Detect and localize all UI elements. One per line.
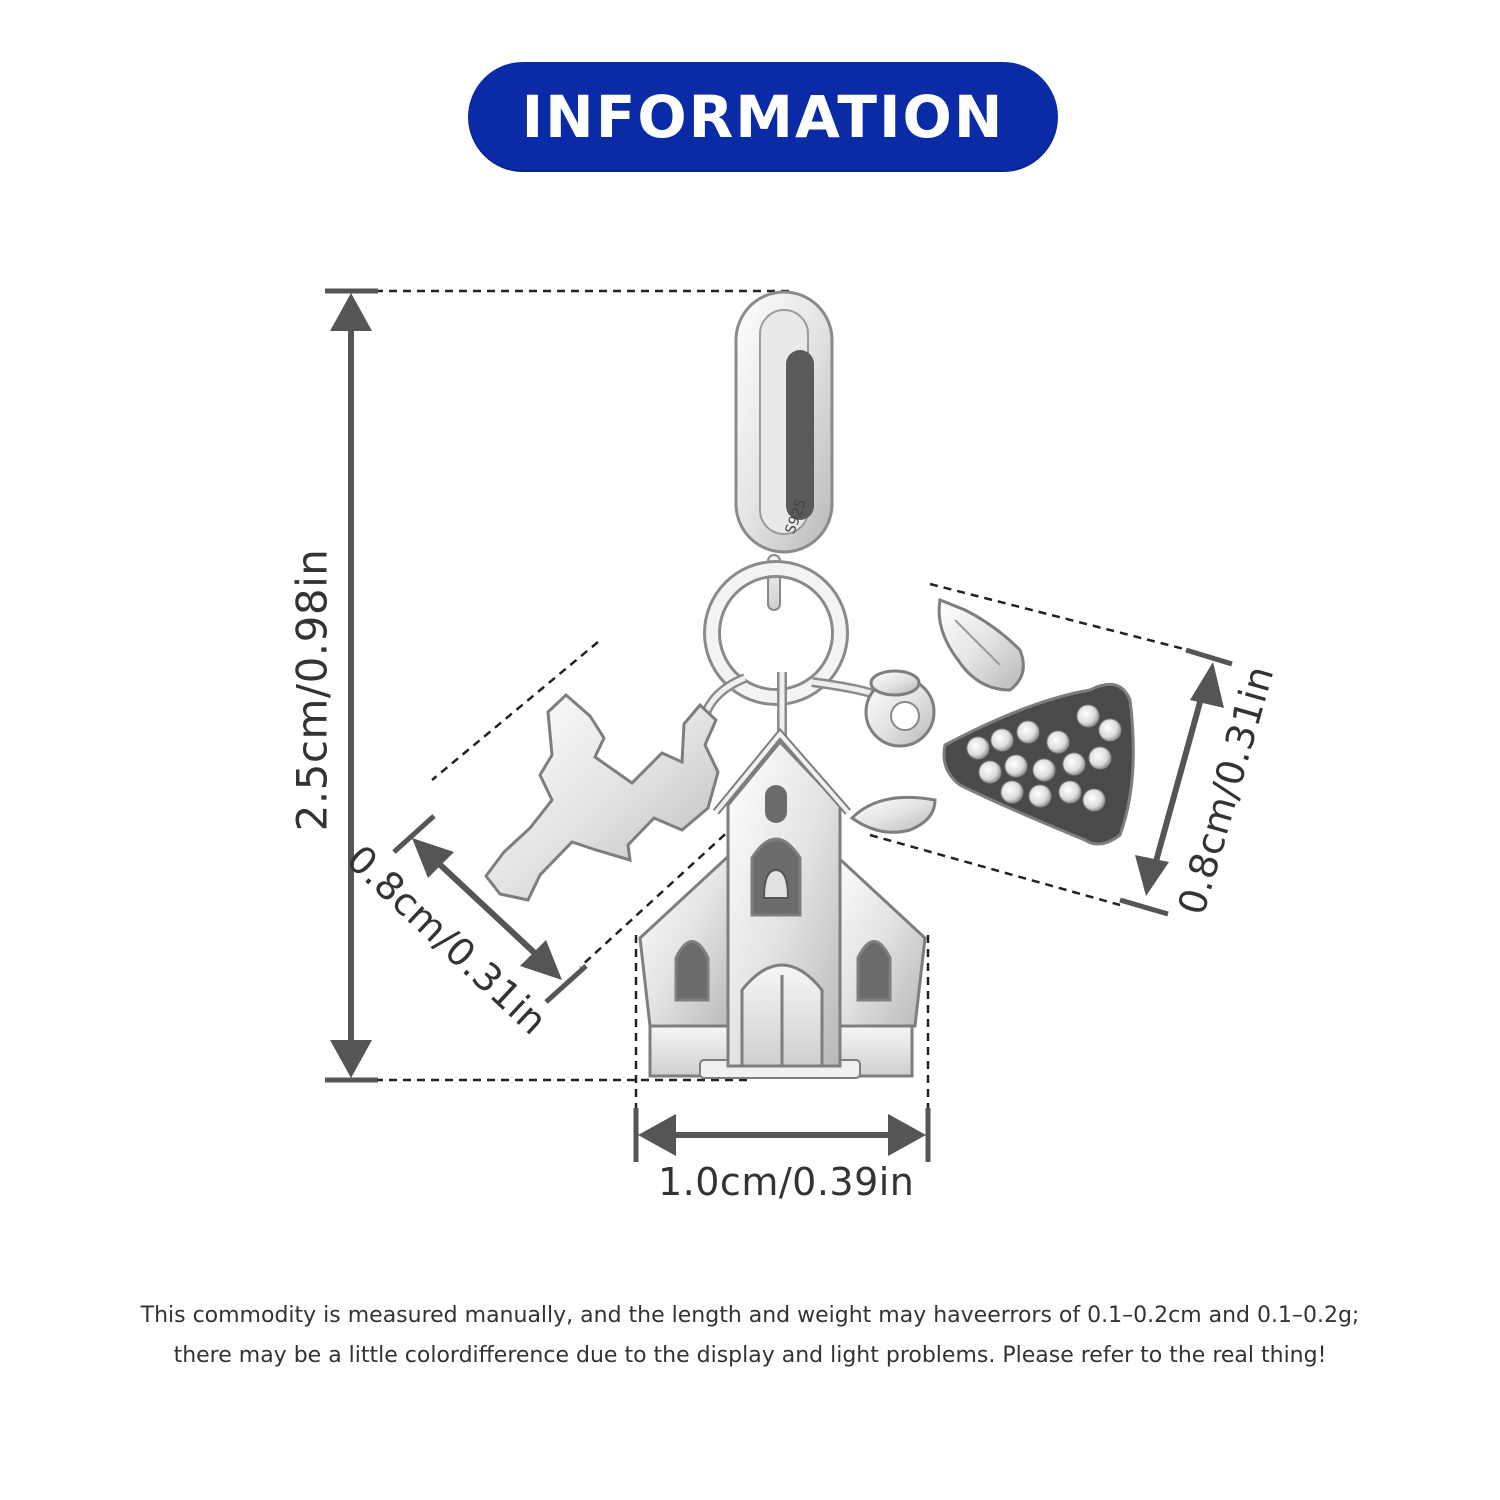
measurement-disclaimer: This commodity is measured manually, and…: [60, 1296, 1440, 1376]
width-dimension-label: 1.0cm/0.39in: [658, 1160, 915, 1204]
jump-ring: [703, 560, 849, 706]
height-arrow: [325, 288, 378, 1083]
cross-charm: [484, 692, 720, 902]
zirconia-stones: [966, 704, 1122, 812]
information-header-badge: INFORMATION: [468, 62, 1058, 172]
height-dimension-label: 2.5cm/0.98in: [287, 548, 337, 832]
disclaimer-line-1: This commodity is measured manually, and…: [140, 1303, 1360, 1328]
disclaimer-line-2: there may be a little colordifference du…: [173, 1343, 1327, 1368]
cross-size-arrow: [392, 814, 588, 1004]
angel-charm: [849, 597, 1135, 846]
church-charm: [638, 727, 927, 1079]
width-arrow: [633, 1108, 931, 1162]
charm-bail: S925: [734, 290, 834, 611]
angel-size-arrow: [1119, 647, 1233, 917]
header-title: INFORMATION: [521, 83, 1005, 151]
measurement-guides: [375, 289, 1189, 1160]
